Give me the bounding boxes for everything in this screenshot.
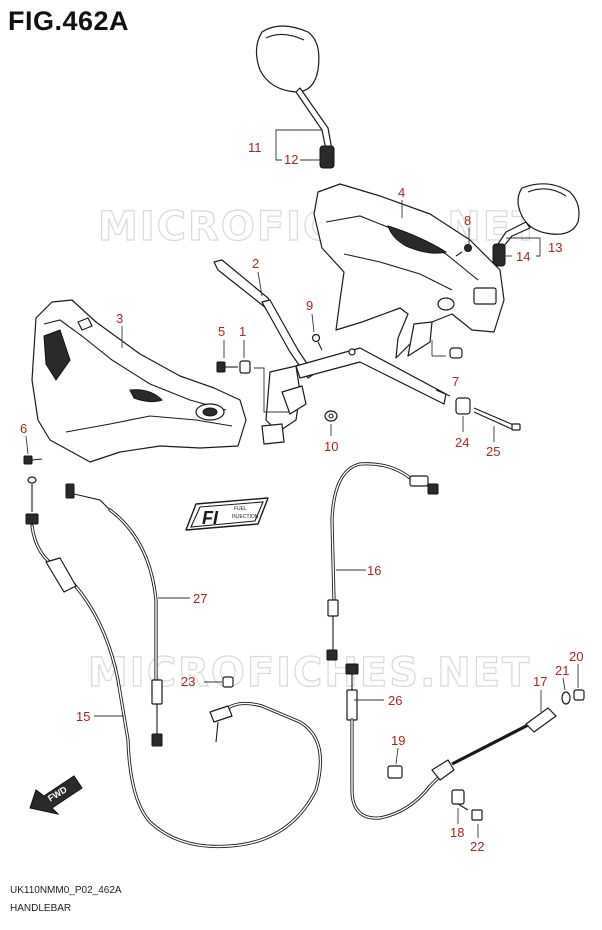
callout-7: 7 bbox=[452, 374, 459, 389]
leader-lines bbox=[25, 129, 579, 838]
bolt-22 bbox=[457, 803, 483, 821]
callout-16: 16 bbox=[367, 563, 381, 578]
model-code: UK110NMM0_P02_462A bbox=[10, 885, 122, 896]
callout-22: 22 bbox=[470, 839, 484, 854]
cable-27 bbox=[65, 483, 163, 747]
cable-15 bbox=[25, 476, 323, 849]
mirror-right bbox=[492, 183, 580, 267]
screw-9 bbox=[311, 333, 323, 351]
handlebar-cover-front bbox=[31, 299, 247, 463]
callout-10: 10 bbox=[324, 439, 338, 454]
callout-2: 2 bbox=[252, 256, 259, 271]
grip-end-24 bbox=[455, 397, 471, 415]
callout-1: 1 bbox=[239, 324, 246, 339]
callout-13: 13 bbox=[548, 240, 562, 255]
fwd-arrow: FWD bbox=[29, 775, 83, 815]
screw-8 bbox=[455, 244, 472, 257]
section-name: HANDLEBAR bbox=[10, 903, 72, 914]
figure-title: FIG.462A bbox=[8, 6, 130, 36]
badge-letters: FI bbox=[202, 508, 219, 528]
callout-18: 18 bbox=[450, 825, 464, 840]
callout-9: 9 bbox=[306, 298, 313, 313]
clamp-19 bbox=[387, 765, 403, 779]
mirror-left bbox=[255, 25, 335, 169]
callout-14: 14 bbox=[516, 249, 530, 264]
callout-5: 5 bbox=[218, 324, 225, 339]
handlebar-cover-rear bbox=[313, 183, 505, 359]
callout-3: 3 bbox=[116, 311, 123, 326]
bolt-25 bbox=[473, 407, 521, 431]
callout-23: 23 bbox=[181, 674, 195, 689]
adjuster-20-21 bbox=[561, 689, 585, 705]
callout-17: 17 bbox=[533, 674, 547, 689]
callout-12: 12 bbox=[284, 152, 298, 167]
badge-line2: INJECTION bbox=[232, 514, 259, 520]
screw-23 bbox=[204, 676, 234, 688]
screw-6 bbox=[23, 455, 43, 465]
handlebar bbox=[213, 259, 451, 445]
fuel-injection-badge: FI FUEL INJECTION bbox=[185, 497, 269, 531]
badge-line1: FUEL bbox=[234, 506, 247, 512]
callout-6: 6 bbox=[20, 421, 27, 436]
callout-25: 25 bbox=[486, 444, 500, 459]
clamp-18 bbox=[451, 789, 465, 805]
nut-1 bbox=[239, 360, 251, 374]
callout-21: 21 bbox=[555, 663, 569, 678]
callout-15: 15 bbox=[76, 709, 90, 724]
callout-24: 24 bbox=[455, 435, 469, 450]
cable-26 bbox=[345, 663, 557, 820]
callout-27: 27 bbox=[193, 591, 207, 606]
callout-20: 20 bbox=[569, 649, 583, 664]
nut-10 bbox=[324, 410, 338, 422]
callout-26: 26 bbox=[388, 693, 402, 708]
grommet-7 bbox=[431, 340, 463, 359]
callout-11: 11 bbox=[248, 140, 262, 155]
leader-1-handlebar bbox=[254, 367, 290, 413]
callout-8: 8 bbox=[464, 213, 471, 228]
cable-16 bbox=[326, 462, 439, 661]
bolt-5 bbox=[216, 361, 238, 373]
callout-4: 4 bbox=[398, 185, 405, 200]
callout-19: 19 bbox=[391, 733, 405, 748]
